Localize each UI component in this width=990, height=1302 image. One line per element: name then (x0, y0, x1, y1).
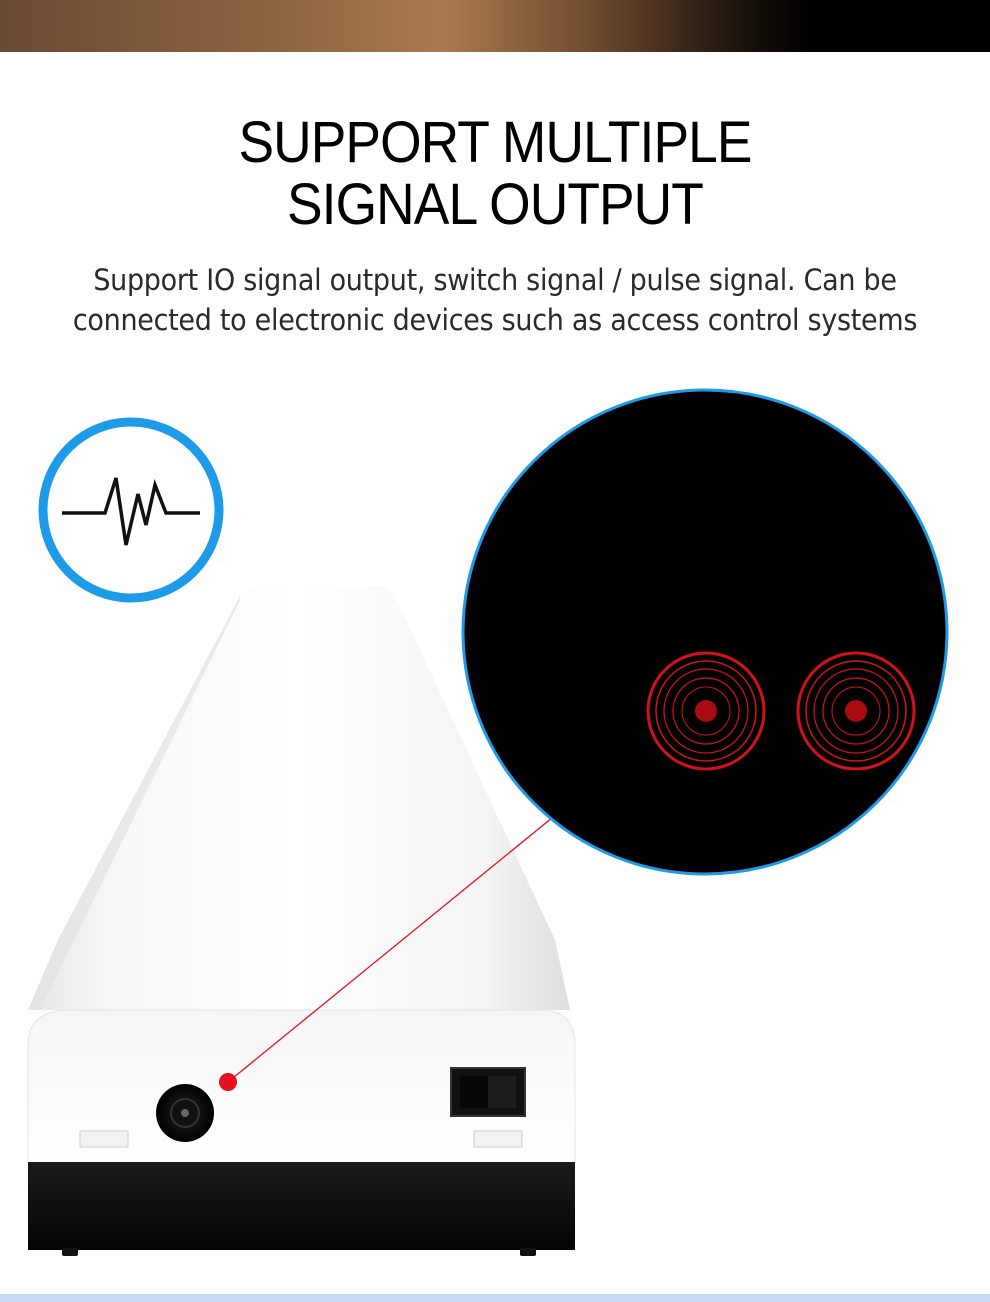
top-banner-image (0, 0, 990, 52)
page-title: SUPPORT MULTIPLE SIGNAL OUTPUT (40, 112, 951, 236)
signal-port-right (796, 651, 916, 771)
device (27, 586, 576, 1256)
title-line-2: SIGNAL OUTPUT (287, 172, 704, 237)
title-line-1: SUPPORT MULTIPLE (238, 110, 752, 175)
description-line-1: Support IO signal output, switch signal … (93, 263, 897, 297)
signal-port-left (646, 651, 766, 771)
description-line-2: connected to electronic devices such as … (72, 303, 918, 337)
zoom-detail-circle (461, 388, 949, 876)
bottom-divider (0, 1294, 990, 1302)
power-jack (156, 1084, 214, 1142)
power-switch (450, 1067, 526, 1117)
description: Support IO signal output, switch signal … (0, 260, 990, 340)
pulse-waveform-icon (38, 417, 224, 603)
